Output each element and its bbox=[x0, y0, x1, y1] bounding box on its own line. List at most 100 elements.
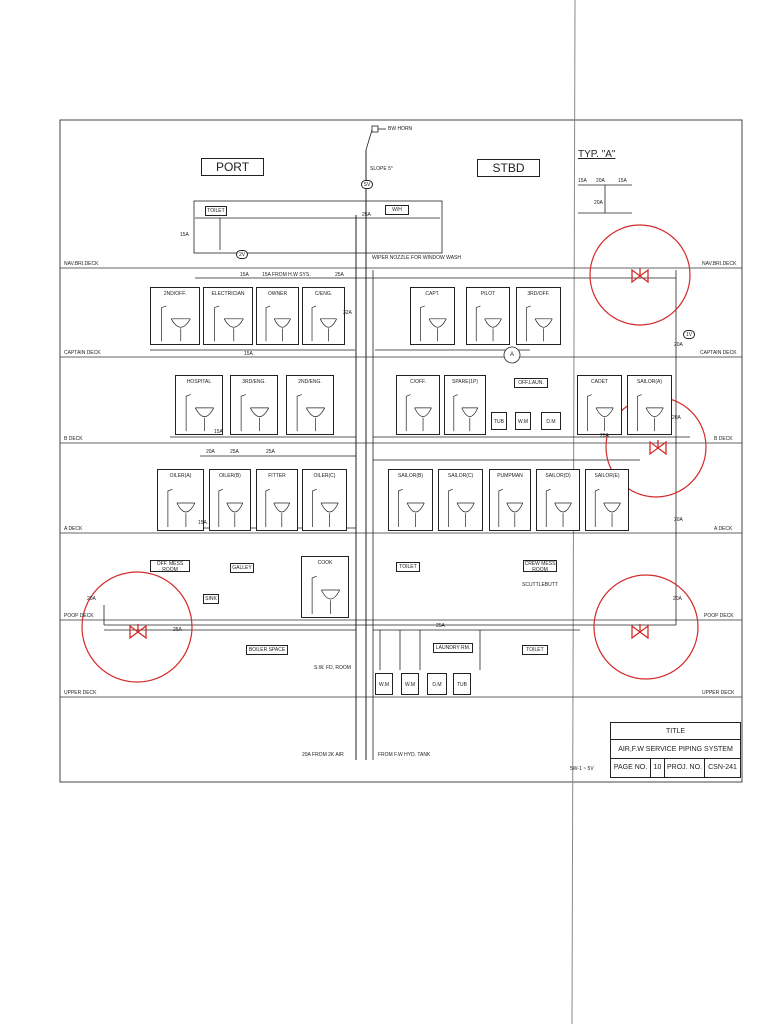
room-3rd-off: 3RD/OFF. bbox=[516, 287, 561, 345]
room-oiler-a: OILER(A) bbox=[157, 469, 204, 531]
laundry-wm-2: W.M bbox=[401, 673, 419, 695]
shower-icon bbox=[218, 488, 223, 527]
typ-size-3: 15A bbox=[618, 178, 627, 184]
size-25a-poop: 25A bbox=[173, 627, 182, 633]
fixture-symbols bbox=[405, 394, 432, 432]
basin-icon bbox=[645, 407, 664, 417]
shower-icon bbox=[545, 488, 551, 527]
room-boiler-space: BOILER SPACE bbox=[246, 645, 288, 655]
room-capt: CAPT. bbox=[410, 287, 455, 345]
port-label: PORT bbox=[201, 158, 264, 176]
shower-icon bbox=[167, 488, 173, 527]
size-25a-b2: 25A bbox=[266, 449, 275, 455]
typ-size-1: 15A bbox=[578, 178, 587, 184]
size-15a-b: 15A bbox=[214, 429, 223, 435]
room-sailor-b: SAILOR(B) bbox=[388, 469, 433, 531]
fixture-symbols bbox=[545, 488, 572, 527]
size-25a-b: 25A bbox=[230, 449, 239, 455]
markup-circle-poop-port bbox=[81, 571, 193, 683]
stbd-label: STBD bbox=[477, 159, 540, 177]
basin-icon bbox=[195, 407, 215, 417]
shower-icon bbox=[265, 488, 270, 527]
basin-icon bbox=[406, 502, 425, 513]
title-block: TITLE AIR,F.W SERVICE PIPING SYSTEM PAGE… bbox=[610, 722, 741, 778]
room-cook: COOK bbox=[301, 556, 349, 618]
deck-label-upper-stbd: UPPER DECK bbox=[702, 690, 735, 696]
sink-label: SINK bbox=[203, 594, 219, 604]
title-block-page-no: 10 bbox=[651, 759, 665, 777]
room-cadet: CADET bbox=[577, 375, 622, 435]
shower-icon bbox=[420, 305, 425, 342]
fixture-symbols bbox=[161, 305, 191, 342]
fixture-symbols bbox=[214, 305, 244, 342]
fixture-symbols bbox=[498, 488, 524, 527]
room-galley: GALLEY bbox=[230, 563, 254, 573]
fixture-symbols bbox=[312, 488, 339, 527]
title-block-proj-no: CSN-241 bbox=[708, 764, 737, 771]
title-block-title: AIR,F.W SERVICE PIPING SYSTEM bbox=[611, 740, 740, 759]
room-c-eng: C/ENG. bbox=[302, 287, 345, 345]
fixture-symbols bbox=[448, 488, 475, 527]
basin-icon bbox=[223, 318, 244, 328]
basin-icon bbox=[306, 407, 326, 417]
fixture-symbols bbox=[475, 305, 502, 342]
scuttlebutt-label: SCUTTLEBUTT bbox=[522, 582, 558, 588]
from-fw-label: FROM F.W HYD. TANK bbox=[378, 752, 431, 758]
size-20a-bstbd: 20A bbox=[600, 433, 609, 439]
size-20a-stbd-b: 20A bbox=[672, 415, 681, 421]
fixture-symbols bbox=[185, 394, 215, 432]
deck-label-captain-port: CAPTAIN DECK bbox=[64, 350, 101, 356]
red-valve-poop-port-icon bbox=[129, 624, 147, 640]
drawing-frame bbox=[59, 119, 743, 783]
basin-icon bbox=[506, 502, 524, 513]
room-c-off: C/OFF. bbox=[396, 375, 440, 435]
deck-label-b-port: B DECK bbox=[64, 436, 83, 442]
room-spare: SPARE(1P) bbox=[444, 375, 486, 435]
basin-icon bbox=[321, 589, 341, 600]
basin-icon bbox=[250, 407, 270, 417]
size-15a-a: 15A bbox=[198, 520, 207, 526]
shower-icon bbox=[214, 305, 220, 342]
room-sailor-d: SAILOR(D) bbox=[536, 469, 580, 531]
room-3rd-eng: 3RD/ENG. bbox=[230, 375, 278, 435]
basin-icon bbox=[595, 407, 614, 417]
detail-marker-a bbox=[503, 346, 521, 364]
fixture-symbols bbox=[311, 575, 341, 614]
shower-icon bbox=[265, 305, 271, 342]
basin-icon bbox=[484, 318, 502, 328]
sw-room-label: S.W. FD. ROOM bbox=[314, 665, 351, 671]
fixture-symbols bbox=[526, 305, 553, 342]
slope-label: SLOPE 5° bbox=[370, 166, 393, 172]
room-sailor-a: SAILOR(A) bbox=[627, 375, 672, 435]
room-2nd-eng: 2ND/ENG. bbox=[286, 375, 334, 435]
shower-icon bbox=[312, 488, 317, 527]
shower-icon bbox=[161, 305, 167, 342]
size-25a-nav: 25A bbox=[335, 272, 344, 278]
basin-icon bbox=[428, 318, 447, 328]
room-toilet-a: TOILET bbox=[396, 562, 420, 572]
size-15a-nav-2: 15A bbox=[240, 272, 249, 278]
room-fitter: FITTER bbox=[256, 469, 298, 531]
room-laundry: LAUNDRY RM. bbox=[433, 643, 473, 653]
shower-icon bbox=[637, 394, 642, 432]
deck-label-b-stbd: B DECK bbox=[714, 436, 733, 442]
basin-icon bbox=[534, 318, 553, 328]
shower-icon bbox=[587, 394, 592, 432]
size-32a-riser: 32A bbox=[343, 310, 352, 316]
room-sailor-c: SAILOR(C) bbox=[438, 469, 483, 531]
deck-label-navbridge-stbd: NAV.BRI.DECK bbox=[702, 261, 737, 267]
fixture-symbols bbox=[587, 394, 614, 432]
title-block-proj-label: PROJ. NO. bbox=[665, 759, 705, 777]
offlaun-dm: D.M bbox=[541, 412, 561, 430]
laundry-dm: D.M bbox=[427, 673, 447, 695]
size-20a-stbd: 20A bbox=[673, 596, 682, 602]
fixture-symbols bbox=[218, 488, 244, 527]
shower-icon bbox=[594, 488, 600, 527]
shower-icon bbox=[240, 394, 246, 432]
fixture-symbols bbox=[167, 488, 196, 527]
fixture-symbols bbox=[311, 305, 337, 342]
size-20a-stbd-cap: 20A bbox=[674, 342, 683, 348]
shower-icon bbox=[448, 488, 453, 527]
